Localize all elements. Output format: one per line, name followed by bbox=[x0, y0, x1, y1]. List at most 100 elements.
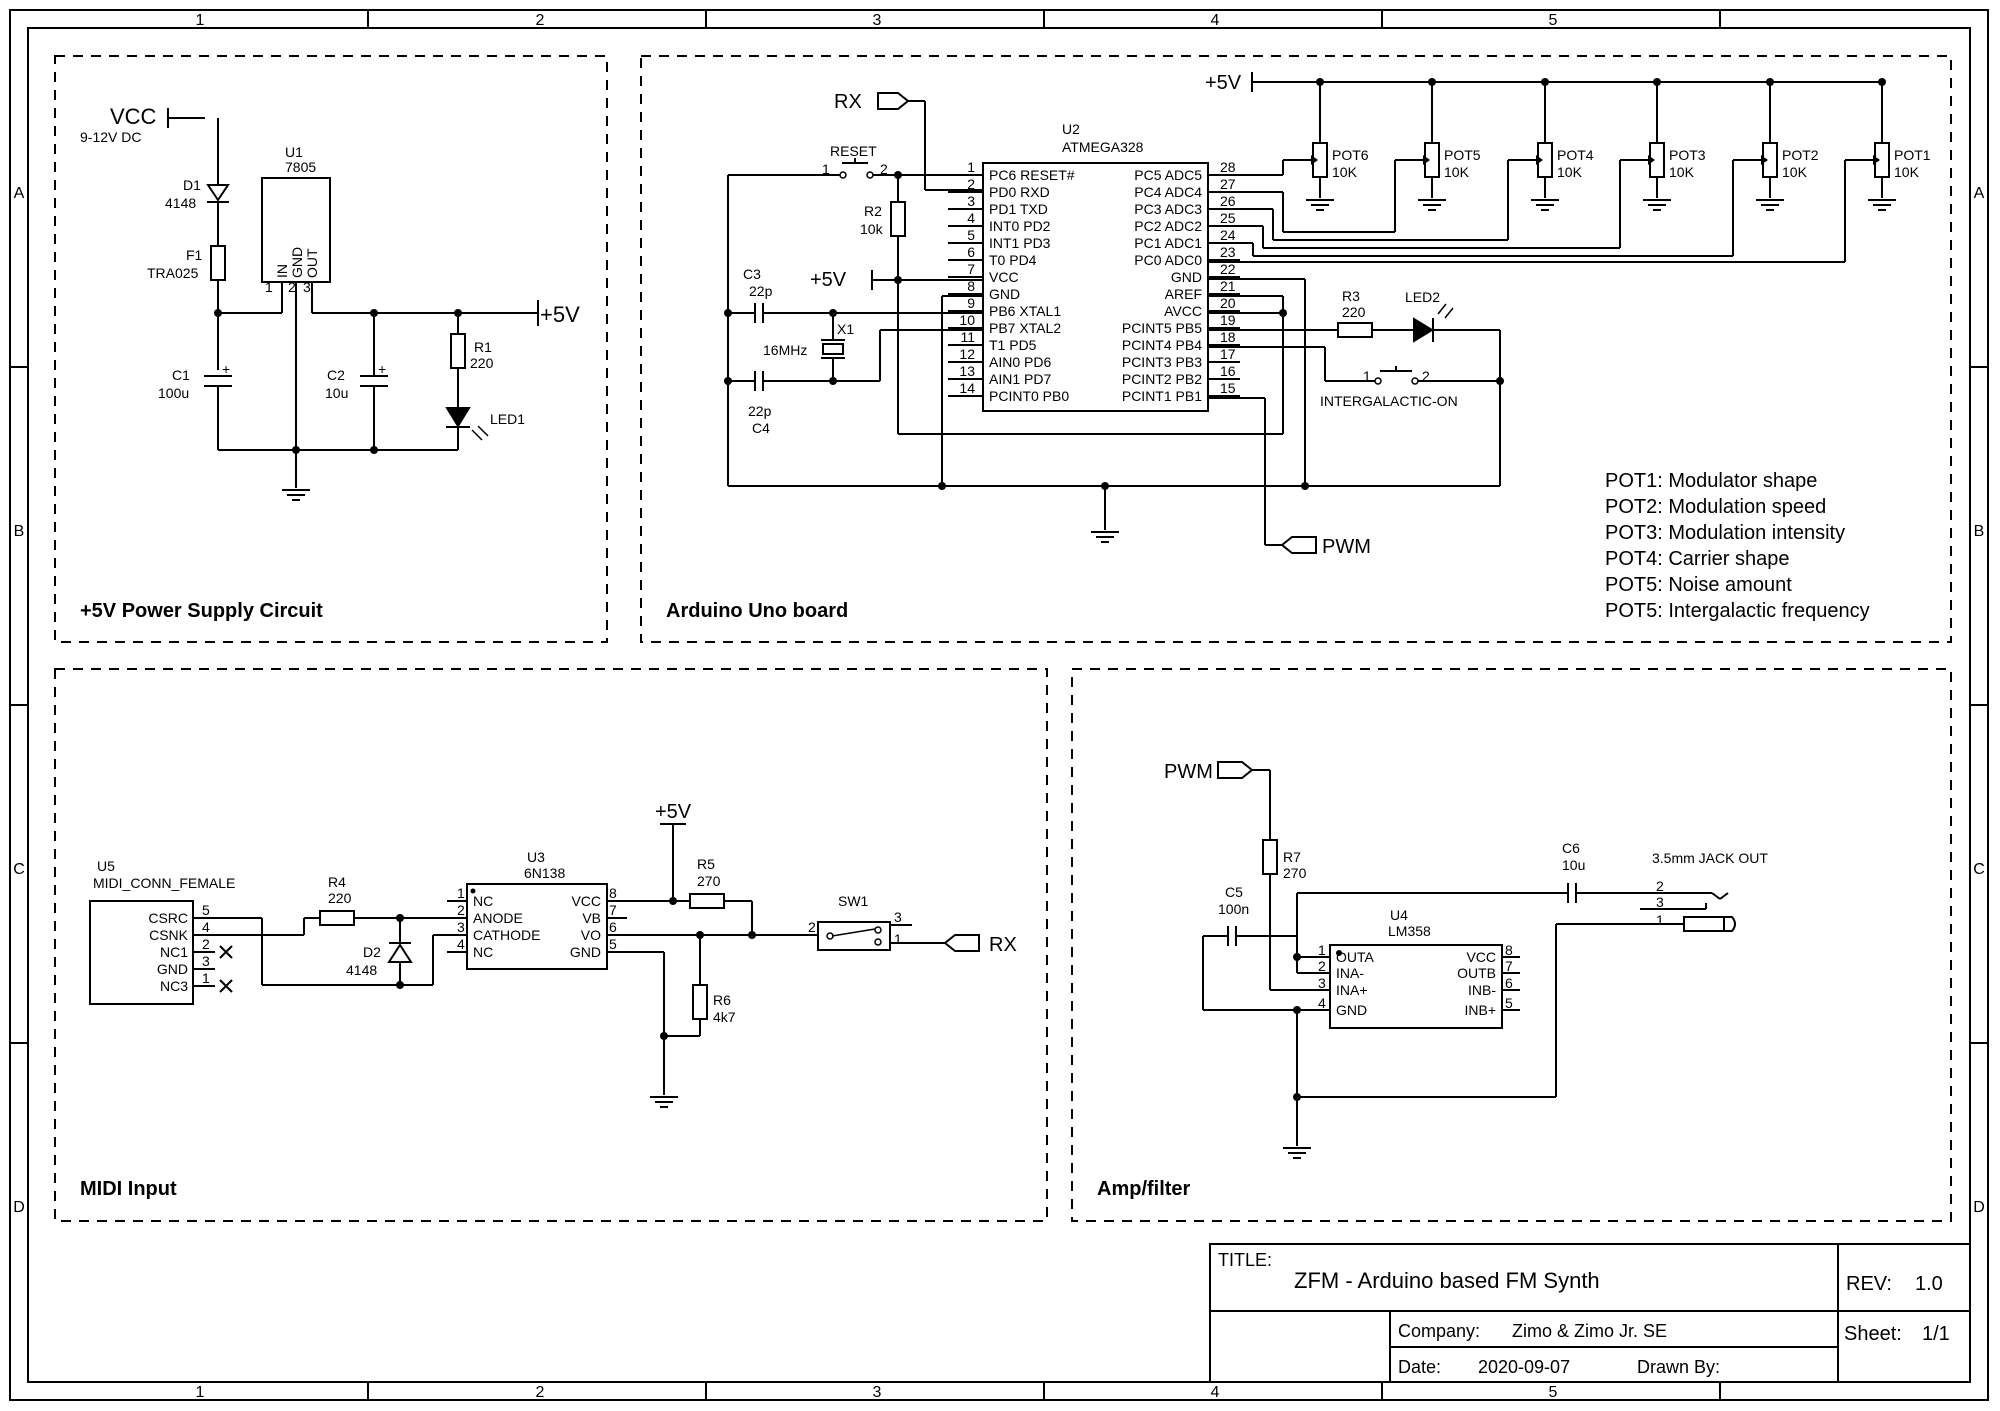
optocoupler-u3 bbox=[466, 883, 608, 970]
u2-pin-num: 19 bbox=[1220, 312, 1236, 328]
u2-pin-num: 2 bbox=[967, 176, 975, 192]
u5-pin-num: 1 bbox=[202, 970, 210, 986]
u5-pin-name: CSRC bbox=[148, 910, 188, 926]
x1-ref: X1 bbox=[837, 321, 854, 337]
title-label: TITLE: bbox=[1218, 1250, 1272, 1270]
r2-val: 10k bbox=[860, 221, 884, 237]
u2-pin-name: PC2 ADC2 bbox=[1134, 218, 1202, 234]
u2-pin-num: 13 bbox=[959, 363, 975, 379]
col-label: 4 bbox=[1211, 12, 1220, 29]
c1-ref: C1 bbox=[172, 367, 190, 383]
u2-pin-num: 16 bbox=[1220, 363, 1236, 379]
u2-pin-name: PCINT1 PB1 bbox=[1122, 388, 1202, 404]
u2-pin-num: 1 bbox=[967, 159, 975, 175]
col-label: 1 bbox=[196, 1384, 205, 1401]
pot-ref: POT3 bbox=[1669, 147, 1706, 163]
c2-plus: + bbox=[378, 361, 386, 377]
r5-val: 270 bbox=[697, 873, 721, 889]
r3-ref: R3 bbox=[1342, 288, 1360, 304]
led1-symbol bbox=[445, 407, 471, 428]
u3-pin-name: VCC bbox=[571, 893, 601, 909]
note-line: POT4: Carrier shape bbox=[1605, 548, 1790, 570]
row-label: B bbox=[14, 523, 25, 540]
r3-val: 220 bbox=[1342, 304, 1366, 320]
resistor-r1 bbox=[450, 333, 466, 369]
u1-pin-num: 2 bbox=[288, 279, 296, 295]
amp-pwm-flag bbox=[1217, 761, 1254, 779]
u2-pin-name: PC3 ADC3 bbox=[1134, 201, 1202, 217]
u2-pin-num: 14 bbox=[959, 380, 975, 396]
fuse-f1 bbox=[210, 245, 226, 281]
u2-pin-num: 7 bbox=[967, 261, 975, 277]
u1-ref: U1 bbox=[285, 144, 303, 160]
u2-pin-num: 18 bbox=[1220, 329, 1236, 345]
f1-val: TRA025 bbox=[147, 265, 199, 281]
u5-pin-num: 2 bbox=[202, 936, 210, 952]
u3-pin-num: 3 bbox=[457, 919, 465, 935]
u4-pin-name: INA+ bbox=[1336, 982, 1368, 998]
section-amp-box bbox=[1071, 668, 1952, 1222]
pot-val: 10K bbox=[1894, 164, 1920, 180]
u2-pin-name: INT0 PD2 bbox=[989, 218, 1051, 234]
u2-pin-name: PD0 RXD bbox=[989, 184, 1050, 200]
u2-pin-name: PCINT4 PB4 bbox=[1122, 337, 1202, 353]
note-line: POT2: Modulation speed bbox=[1605, 496, 1826, 518]
u5-pin-num: 5 bbox=[202, 902, 210, 918]
u5-pin-num: 3 bbox=[202, 953, 210, 969]
note-line: POT3: Modulation intensity bbox=[1605, 522, 1845, 544]
r7-val: 270 bbox=[1283, 865, 1307, 881]
u2-pin-num: 24 bbox=[1220, 227, 1236, 243]
u2-pin-num: 5 bbox=[967, 227, 975, 243]
row-label: B bbox=[1974, 523, 1985, 540]
pot-val: 10K bbox=[1782, 164, 1808, 180]
u1-pin-gnd: GND bbox=[289, 247, 305, 278]
c1-plus: + bbox=[222, 361, 230, 377]
power-supply-circuit: VCC 9-12V DC D1 4148 F1 TRA025 U1 7805 I… bbox=[80, 104, 580, 501]
u4-ref: U4 bbox=[1390, 907, 1408, 923]
u4-pin-num: 7 bbox=[1505, 958, 1513, 974]
section-title-amp: Amp/filter bbox=[1097, 1178, 1191, 1200]
col-label: 2 bbox=[536, 12, 545, 29]
u2-pin-num: 26 bbox=[1220, 193, 1236, 209]
led2-ref: LED2 bbox=[1405, 289, 1440, 305]
resistor-r2 bbox=[890, 201, 906, 237]
section-arduino-box bbox=[640, 55, 1952, 643]
arduino-circuit: RX RESET 1 2 R2 10k +5V bbox=[724, 72, 1931, 622]
u2-pin-name: PB7 XTAL2 bbox=[989, 320, 1061, 336]
r6-val: 4k7 bbox=[713, 1009, 736, 1025]
section-power-box bbox=[54, 55, 608, 643]
u2-pin-name: PB6 XTAL1 bbox=[989, 303, 1061, 319]
rx-flag-top bbox=[877, 92, 910, 110]
u1-pin-num: 1 bbox=[265, 279, 273, 295]
sw1-pin: 2 bbox=[808, 919, 816, 935]
u2-pin-num: 22 bbox=[1220, 261, 1236, 277]
reset-pin2: 2 bbox=[880, 161, 888, 177]
row-label: D bbox=[1973, 1199, 1985, 1216]
midi-circuit: U5 MIDI_CONN_FEMALE 5CSRC4CSNK2NC13GND1N… bbox=[89, 801, 1017, 1108]
drawn-by-label: Drawn By: bbox=[1637, 1357, 1720, 1377]
diode-d2 bbox=[387, 943, 413, 963]
u3-pin-name: CATHODE bbox=[473, 927, 540, 943]
col-label: 3 bbox=[873, 1384, 882, 1401]
midi-connector-u5 bbox=[89, 900, 194, 1005]
pot-val: 10K bbox=[1557, 164, 1583, 180]
title-block: TITLE: ZFM - Arduino based FM Synth REV:… bbox=[1209, 1243, 1971, 1383]
u2-pin-num: 15 bbox=[1220, 380, 1236, 396]
r7-ref: R7 bbox=[1283, 849, 1301, 865]
sheet-label: Sheet: bbox=[1844, 1323, 1902, 1345]
mcu-u2 bbox=[982, 162, 1209, 412]
c2-ref: C2 bbox=[327, 367, 345, 383]
u2-pin-name: PCINT3 PB3 bbox=[1122, 354, 1202, 370]
u5-pin-name: GND bbox=[157, 961, 188, 977]
u2-pin-name: PCINT0 PB0 bbox=[989, 388, 1069, 404]
pot-val: 10K bbox=[1332, 164, 1358, 180]
led2-symbol bbox=[1413, 317, 1434, 343]
crystal-x1 bbox=[822, 343, 844, 355]
u2-pin-name: T1 PD5 bbox=[989, 337, 1037, 353]
sw1-pin: 3 bbox=[894, 909, 902, 925]
r4-ref: R4 bbox=[328, 874, 346, 890]
u3-pin-num: 1 bbox=[457, 885, 465, 901]
company-value: Zimo & Zimo Jr. SE bbox=[1512, 1321, 1667, 1341]
